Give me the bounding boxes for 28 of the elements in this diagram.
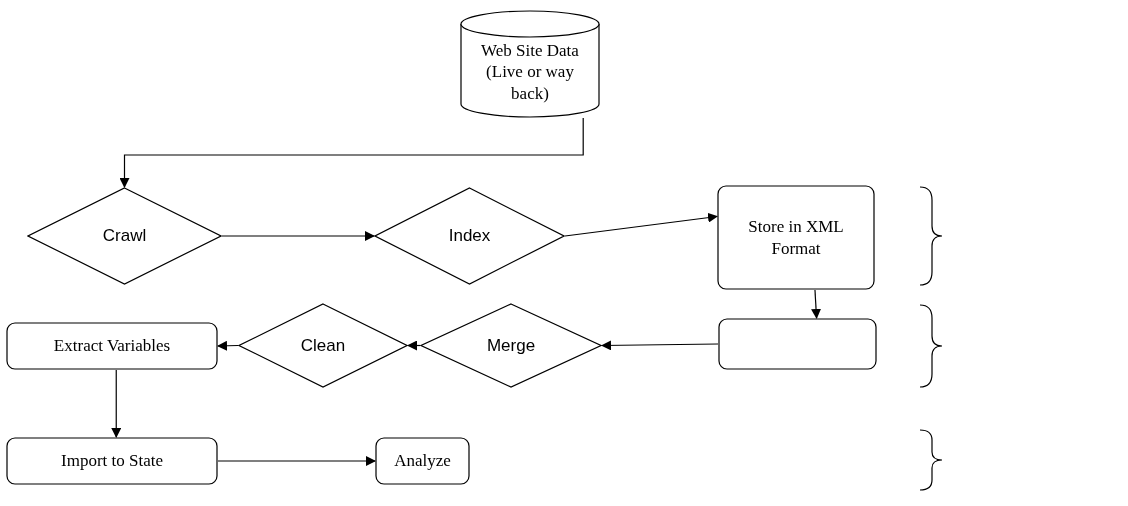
node-label: Extract Variables bbox=[52, 335, 172, 357]
process-box bbox=[6, 322, 218, 370]
database-cylinder bbox=[460, 10, 600, 118]
node-label: Clean bbox=[299, 334, 347, 357]
arrow bbox=[111, 369, 122, 438]
node-label: Import to State bbox=[60, 450, 164, 472]
node-label: Web Site Data (Live or way back) bbox=[480, 40, 580, 104]
node-label: Index bbox=[447, 225, 492, 247]
arrow bbox=[564, 212, 718, 237]
process-box bbox=[717, 185, 875, 290]
arrow bbox=[217, 456, 376, 466]
arrow bbox=[811, 289, 822, 319]
decision-diamond bbox=[374, 187, 565, 285]
arrow bbox=[221, 231, 375, 241]
node-label: Merge bbox=[485, 334, 537, 357]
decision-diamond bbox=[27, 187, 222, 285]
decision-diamond bbox=[238, 303, 408, 388]
node-label: Crawl bbox=[101, 225, 148, 247]
decision-diamond bbox=[420, 303, 602, 388]
arrow bbox=[601, 340, 719, 351]
process-box bbox=[718, 318, 877, 370]
arrow bbox=[407, 340, 421, 351]
process-box bbox=[6, 437, 218, 485]
node-label: Analyze bbox=[393, 450, 452, 472]
arrow bbox=[217, 340, 239, 351]
process-box bbox=[375, 437, 470, 485]
node-label: Store in XML Format bbox=[747, 216, 845, 259]
arrow bbox=[119, 117, 584, 188]
